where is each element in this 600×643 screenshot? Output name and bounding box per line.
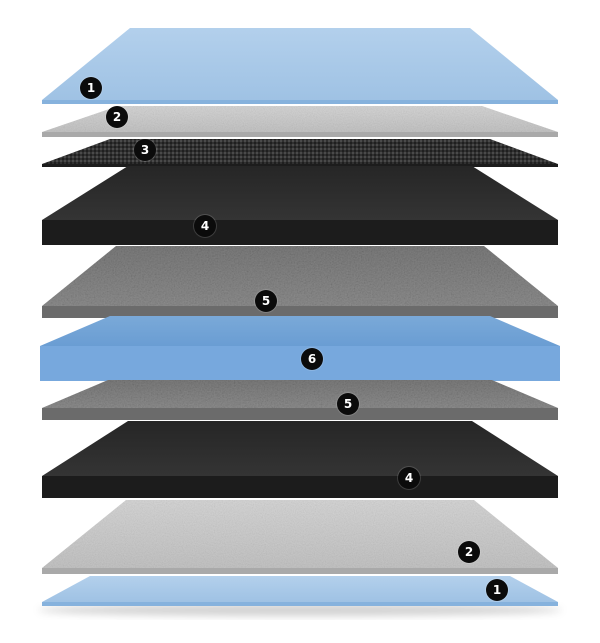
layer-2-top [42, 106, 558, 137]
light-grey-fabric-icon [42, 106, 558, 132]
layer-marker-1-top: 1 [80, 77, 102, 99]
layer-5-bottom-edge [42, 408, 558, 420]
layer-marker-3: 3 [134, 139, 156, 161]
layer-3-edge [42, 164, 558, 167]
layer-4-bottom-edge [42, 476, 558, 498]
layer-2-bottom [42, 500, 558, 574]
layer-4-top [42, 166, 558, 245]
dark-woven-fabric-icon [42, 139, 558, 164]
layer-3 [42, 139, 558, 167]
layer-marker-6: 6 [301, 348, 323, 370]
thin-blue-sheet-icon [42, 576, 558, 602]
layer-marker-5-bottom: 5 [337, 393, 359, 415]
light-grey-fabric-icon [42, 500, 558, 568]
layer-1-bottom [38, 576, 562, 616]
layer-6-core-edge [40, 346, 560, 381]
grey-speckled-foam-icon [42, 380, 558, 408]
layer-1-bottom-edge [42, 602, 558, 606]
layer-marker-4-bottom: 4 [398, 467, 420, 489]
floor-shadow [38, 604, 562, 616]
layer-1-top [42, 28, 558, 104]
layer-5-top-edge [42, 306, 558, 318]
layer-4-top-edge [42, 220, 558, 245]
layer-1-top-edge [42, 100, 558, 104]
layer-marker-4-top: 4 [194, 215, 216, 237]
layer-marker-2-bottom: 2 [458, 541, 480, 563]
black-foam-slab-icon [42, 166, 558, 220]
layer-5-top [42, 246, 558, 318]
thin-blue-sheet-icon [42, 28, 558, 100]
layer-4-bottom [42, 421, 558, 498]
black-foam-slab-icon [42, 421, 558, 476]
layer-2-bottom-edge [42, 568, 558, 574]
layer-marker-2-top: 2 [106, 106, 128, 128]
layer-marker-1-bottom: 1 [486, 579, 508, 601]
grey-speckled-foam-icon [42, 246, 558, 306]
layer-marker-5-top: 5 [255, 290, 277, 312]
layer-5-bottom [42, 380, 558, 420]
blue-core-slab-icon [40, 316, 560, 346]
layer-6-core [40, 316, 560, 381]
layer-2-top-edge [42, 132, 558, 137]
